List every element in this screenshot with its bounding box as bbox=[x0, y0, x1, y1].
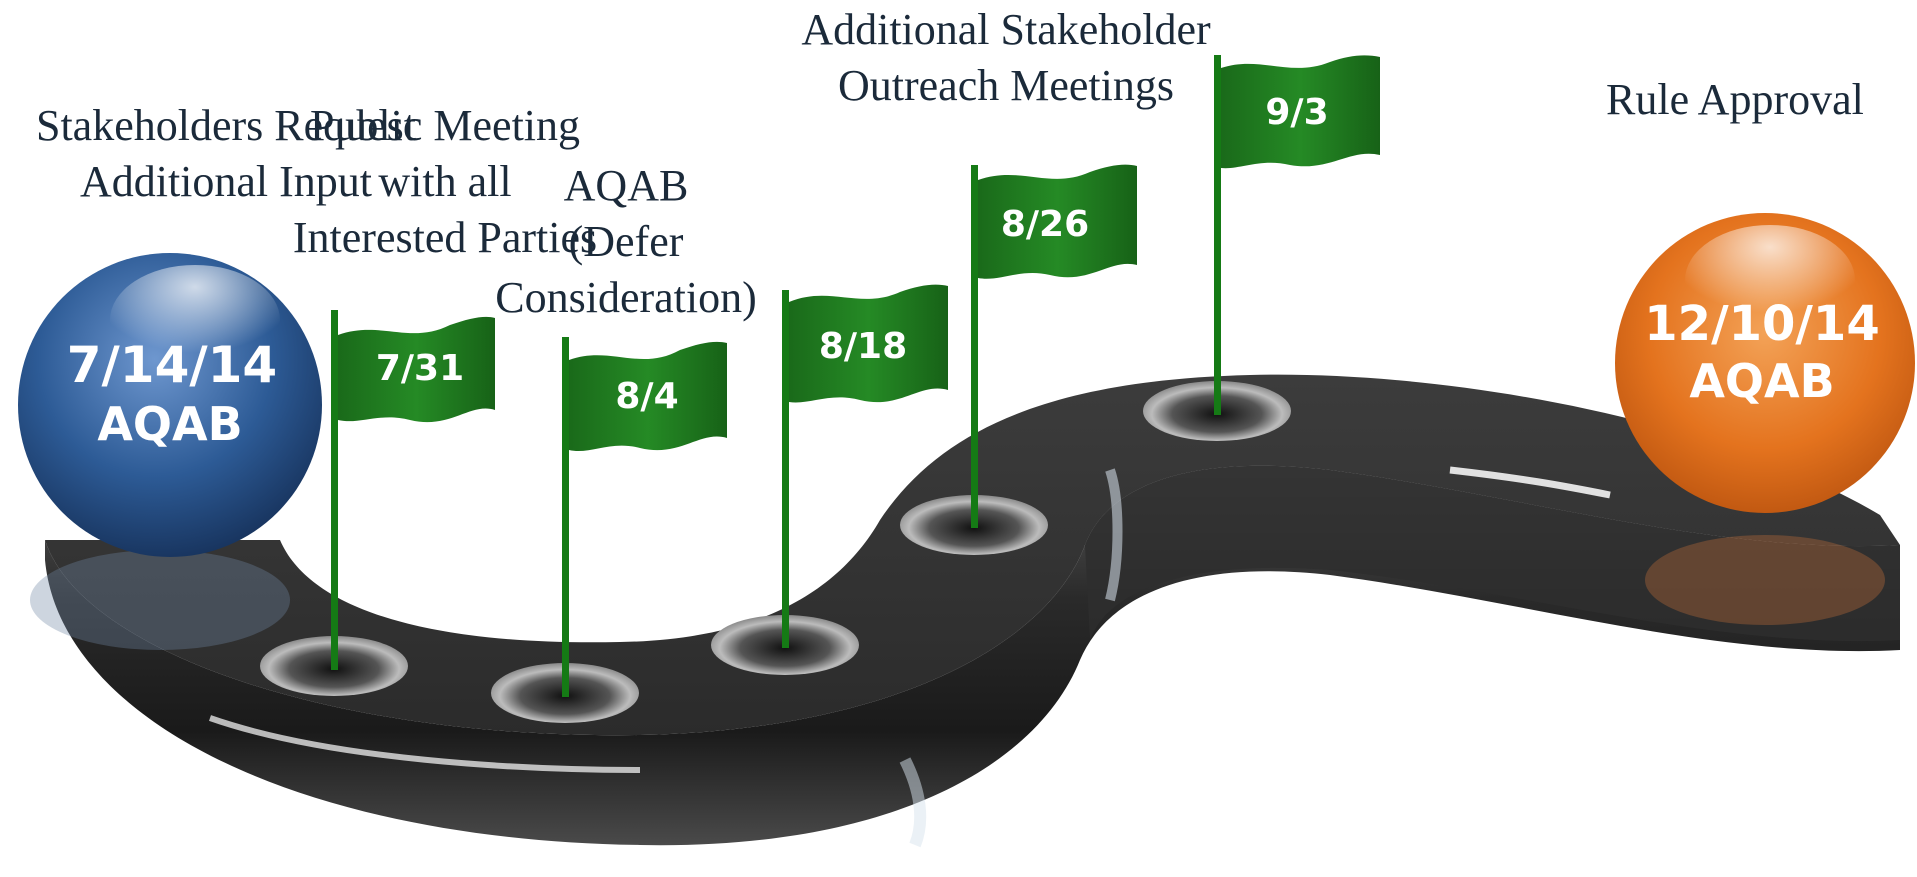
flag-date: 8/18 bbox=[819, 326, 907, 367]
flag-0: 7/31 bbox=[331, 310, 495, 670]
start-label: AQAB bbox=[97, 397, 242, 451]
flag-banner bbox=[1221, 55, 1380, 169]
road-highlight bbox=[1449, 466, 1611, 499]
flag-pole bbox=[331, 310, 338, 670]
road-inner-wall bbox=[1085, 465, 1900, 642]
caption-line: Additional Stakeholder bbox=[801, 5, 1211, 54]
flag-date: 9/3 bbox=[1265, 92, 1328, 133]
caption-line: (Defer bbox=[568, 217, 684, 266]
flag-pole bbox=[782, 290, 789, 648]
flag-pole bbox=[971, 165, 978, 528]
rule-approval-caption: Rule Approval bbox=[1606, 75, 1864, 124]
start-milestone: 7/14/14 AQAB bbox=[18, 253, 322, 650]
caption-line: AQAB bbox=[563, 161, 689, 210]
caption-line: with all bbox=[378, 157, 512, 206]
end-milestone: 12/10/14 AQAB bbox=[1615, 213, 1915, 625]
caption-line: Public Meeting bbox=[309, 101, 581, 150]
flag-pole bbox=[1214, 55, 1221, 415]
flag-date: 7/31 bbox=[376, 348, 464, 389]
sphere-shine bbox=[1685, 225, 1855, 335]
road-highlight bbox=[1105, 468, 1123, 602]
caption-line: Stakeholders Request bbox=[35, 101, 417, 150]
sphere-reflection bbox=[1645, 535, 1885, 625]
flag-pole bbox=[562, 337, 569, 697]
caption-line: Consideration) bbox=[495, 273, 757, 322]
caption-line: Additional Input bbox=[79, 157, 373, 206]
caption-flag-1: Public Meeting with all Interested Parti… bbox=[293, 98, 597, 266]
flag-1: 8/4 bbox=[562, 337, 727, 697]
flag-3: 8/26 bbox=[971, 164, 1137, 528]
caption-flag-2: AQAB (Defer Consideration) bbox=[495, 158, 757, 326]
sphere-reflection bbox=[30, 550, 290, 650]
end-label: AQAB bbox=[1689, 354, 1834, 408]
caption-line: Interested Parties bbox=[292, 213, 598, 262]
flags: 7/31 8/4 8/18 8/26 9/3 bbox=[331, 55, 1380, 697]
flag-banner bbox=[789, 284, 948, 403]
flag-banner bbox=[569, 341, 727, 452]
flag-banner bbox=[338, 316, 495, 423]
flag-banner bbox=[978, 164, 1137, 279]
caption-flag-4: Additional Stakeholder Outreach Meetings bbox=[801, 2, 1210, 114]
sphere-shine bbox=[110, 265, 280, 375]
caption-flag-0: Stakeholders Request Additional Input bbox=[36, 98, 416, 210]
flag-4: 9/3 bbox=[1214, 55, 1380, 415]
start-date: 7/14/14 bbox=[67, 336, 277, 394]
flag-2: 8/18 bbox=[782, 284, 948, 648]
end-date: 12/10/14 bbox=[1644, 296, 1879, 352]
flag-date: 8/4 bbox=[615, 376, 678, 417]
road-highlight bbox=[209, 715, 641, 773]
flag-date: 8/26 bbox=[1001, 204, 1089, 245]
caption-line: Outreach Meetings bbox=[838, 61, 1174, 110]
road-highlight bbox=[899, 757, 927, 848]
